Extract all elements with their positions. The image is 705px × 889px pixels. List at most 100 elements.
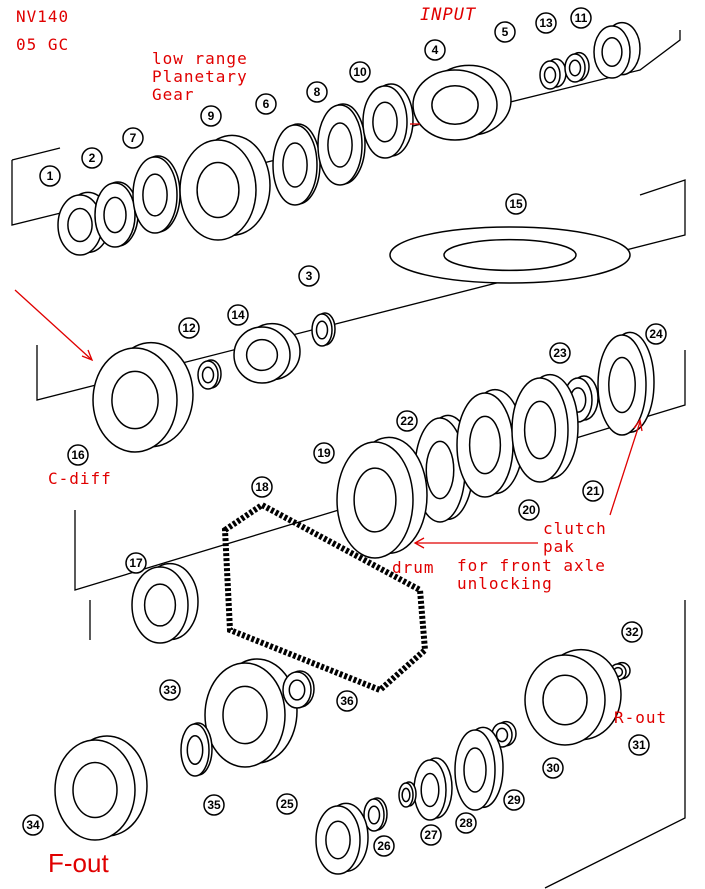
callout-31: 31 xyxy=(628,734,650,756)
drum-note: drum xyxy=(392,558,435,577)
part-drawing xyxy=(597,331,655,436)
cdiff-note: C-diff xyxy=(48,469,112,488)
callout-number: 16 xyxy=(71,448,85,462)
callout-number: 13 xyxy=(539,16,553,30)
callout-number: 19 xyxy=(317,446,331,460)
part-drawing xyxy=(593,21,641,79)
callout-24: 24 xyxy=(645,323,667,345)
callout-number: 9 xyxy=(208,109,215,123)
callout-number: 7 xyxy=(130,131,137,145)
callout-number: 22 xyxy=(400,414,414,428)
part-drawing xyxy=(197,359,222,390)
callout-number: 5 xyxy=(502,25,509,39)
callout-35: 35 xyxy=(203,794,225,816)
part-drawing xyxy=(564,51,590,83)
callout-number: 6 xyxy=(263,97,270,111)
callout-number: 11 xyxy=(575,11,588,25)
callout-number: 34 xyxy=(26,818,40,832)
part-drawing xyxy=(180,722,213,777)
callout-number: 36 xyxy=(340,694,354,708)
part-drawing xyxy=(511,373,579,483)
input-note: INPUT xyxy=(420,5,477,25)
front-axle-note: for front axle unlocking xyxy=(457,556,606,593)
callout-number: 2 xyxy=(89,151,96,165)
callout-number: 25 xyxy=(280,797,294,811)
callout-22: 22 xyxy=(396,410,418,432)
callout-19: 19 xyxy=(313,442,335,464)
callout-number: 20 xyxy=(522,503,536,517)
part-drawing xyxy=(282,670,315,709)
callout-11: 11 xyxy=(570,7,592,29)
callout-1: 1 xyxy=(39,165,61,187)
callout-30: 30 xyxy=(542,757,564,779)
callout-2: 2 xyxy=(81,147,103,169)
callout-number: 29 xyxy=(507,793,521,807)
callout-27: 27 xyxy=(420,824,442,846)
callout-number: 26 xyxy=(377,839,391,853)
callout-13: 13 xyxy=(535,12,557,34)
callout-number: 4 xyxy=(432,43,439,57)
callout-32: 32 xyxy=(621,621,643,643)
callout-9: 9 xyxy=(200,105,222,127)
callout-7: 7 xyxy=(122,127,144,149)
part-drawing xyxy=(132,155,181,234)
part-drawing xyxy=(524,648,622,746)
callout-number: 24 xyxy=(649,327,663,341)
callout-23: 23 xyxy=(549,342,571,364)
front-output-note: F-out xyxy=(48,848,109,878)
callout-number: 14 xyxy=(231,308,245,322)
callout-number: 12 xyxy=(182,321,196,335)
callout-15: 15 xyxy=(505,193,527,215)
callout-14: 14 xyxy=(227,304,249,326)
part-drawing xyxy=(54,735,148,841)
callout-number: 32 xyxy=(625,625,639,639)
callout-18: 18 xyxy=(251,476,273,498)
callout-16: 16 xyxy=(67,444,89,466)
planetary-note: low range Planetary Gear xyxy=(152,49,248,104)
callout-4: 4 xyxy=(424,39,446,61)
callout-5: 5 xyxy=(494,21,516,43)
callout-25: 25 xyxy=(276,793,298,815)
callout-26: 26 xyxy=(373,835,395,857)
model-label: NV140 xyxy=(16,7,70,26)
part-drawing xyxy=(412,64,512,141)
clutch-pak-note: clutch pak xyxy=(543,519,607,556)
part-drawing xyxy=(456,388,524,498)
callout-21: 21 xyxy=(582,480,604,502)
callout-number: 17 xyxy=(129,556,143,570)
callout-number: 33 xyxy=(163,683,177,697)
part-drawing xyxy=(179,134,271,241)
callout-20: 20 xyxy=(518,499,540,521)
part-drawing xyxy=(362,83,414,159)
part-drawing xyxy=(315,802,369,875)
callout-number: 3 xyxy=(306,269,313,283)
part-drawing xyxy=(539,58,567,90)
part-drawing xyxy=(131,562,199,644)
rear-output-note: R-out xyxy=(614,708,668,727)
callout-17: 17 xyxy=(125,552,147,574)
callout-28: 28 xyxy=(455,812,477,834)
callout-number: 10 xyxy=(353,65,367,79)
callout-34: 34 xyxy=(22,814,44,836)
callout-number: 18 xyxy=(255,480,269,494)
part-drawing xyxy=(317,103,366,186)
annotation-arrows xyxy=(14,123,643,549)
callout-number: 35 xyxy=(207,798,221,812)
callout-number: 21 xyxy=(586,484,600,498)
callout-8: 8 xyxy=(306,81,328,103)
callout-33: 33 xyxy=(159,679,181,701)
callout-6: 6 xyxy=(255,93,277,115)
part-drawing xyxy=(413,757,453,821)
drive-chain xyxy=(221,501,429,694)
vehicle-label: 05 GC xyxy=(16,35,70,54)
part-drawing xyxy=(363,797,388,832)
part-drawing xyxy=(204,658,298,768)
callout-number: 15 xyxy=(509,197,523,211)
part-drawing xyxy=(311,312,336,347)
part-drawing xyxy=(272,123,321,206)
callout-number: 1 xyxy=(47,169,54,183)
callout-29: 29 xyxy=(503,789,525,811)
